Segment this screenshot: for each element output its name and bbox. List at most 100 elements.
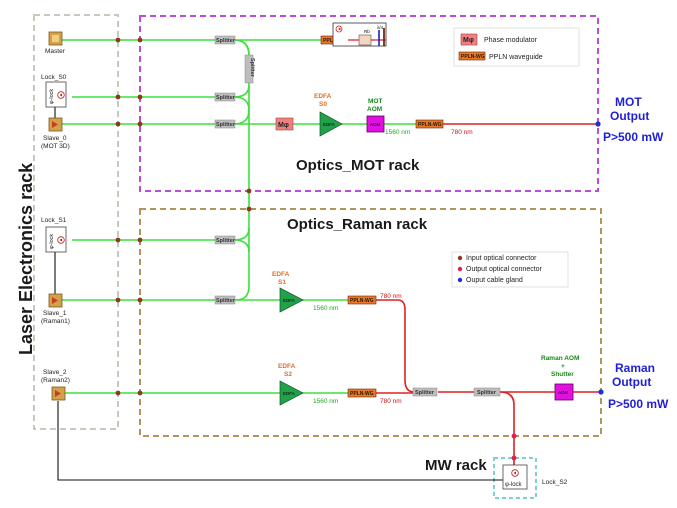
- svg-text:EDFA: EDFA: [323, 122, 335, 127]
- lock-s1-module[interactable]: φ-lock: [45, 226, 67, 253]
- slave0-label: Slave_0: [43, 135, 67, 142]
- raman-aom-label-a: Raman AOM: [541, 355, 579, 362]
- edfa-s1-label-b: S1: [278, 279, 286, 286]
- mot-output-label-a: MOT: [615, 95, 642, 109]
- svg-text:PPLN-WG: PPLN-WG: [418, 122, 442, 128]
- raman-output-label-a: Raman: [615, 361, 655, 375]
- cable-glands: [595, 121, 604, 395]
- svg-text:φ-lock: φ-lock: [49, 234, 55, 249]
- svg-text:EDFA: EDFA: [283, 298, 295, 303]
- edfa-s1-label-a: EDFA: [272, 271, 290, 278]
- nm1560-raman1: 1560 nm: [313, 305, 338, 312]
- splitter-lock-s1[interactable]: Splitter: [214, 235, 236, 245]
- svg-text:Mφ: Mφ: [278, 122, 289, 129]
- edfa-s2[interactable]: EDFA: [279, 380, 304, 406]
- svg-text:Splitter: Splitter: [216, 38, 236, 44]
- lock-s1-label: Lock_S1: [41, 217, 67, 224]
- ppln-raman2[interactable]: PPLN-WG: [347, 388, 377, 398]
- lambda4-label: λ/4: [377, 25, 384, 30]
- splitter-slave0[interactable]: Splitter: [214, 119, 236, 129]
- legend-input-label: Input optical connector: [466, 255, 537, 262]
- svg-text:PPLN-WG: PPLN-WG: [350, 391, 374, 397]
- splitter-raman-combiner[interactable]: Splitter: [412, 387, 438, 397]
- slave1-sub-label: (Raman1): [41, 318, 70, 325]
- output-connectors: [511, 433, 517, 461]
- fiber-780-paths: [376, 123, 601, 466]
- edfa-s2-label-a: EDFA: [278, 363, 296, 370]
- svg-text:Splitter: Splitter: [216, 238, 236, 244]
- splitter-master[interactable]: Splitter: [214, 35, 236, 45]
- svg-text:Splitter: Splitter: [216, 298, 236, 304]
- legend-mp-label: Phase modulator: [484, 37, 538, 44]
- laser-electronics-rack-box: [33, 14, 119, 430]
- input-connectors: [115, 37, 252, 396]
- slave2-sub-label: (Raman2): [41, 377, 70, 384]
- edfa-s1[interactable]: EDFA: [279, 287, 304, 313]
- svg-text:PPLN-WG: PPLN-WG: [350, 298, 374, 304]
- slave0-laser-icon[interactable]: [48, 117, 63, 132]
- raman-aom-label-c: Shutter: [551, 371, 574, 378]
- laser-electronics-rack-title: Laser Electronics rack: [16, 162, 36, 355]
- fiber-1560-paths: [62, 39, 417, 394]
- nm780-mot: 780 nm: [451, 129, 473, 136]
- mot-output-power: P>500 mW: [603, 130, 664, 144]
- legend-ppln-label: PPLN waveguide: [489, 54, 543, 61]
- svg-text:φ-lock: φ-lock: [505, 482, 523, 488]
- raman-output-power: P>500 mW: [608, 397, 669, 411]
- splitter-lock-s0[interactable]: Splitter: [214, 92, 236, 102]
- ppln-mot[interactable]: PPLN-WG: [415, 119, 444, 129]
- optics-raman-rack-box: [139, 208, 602, 437]
- nm1560-raman2: 1560 nm: [313, 398, 338, 405]
- mot-aom-label-b: AOM: [367, 106, 382, 113]
- raman-output-label-b: Output: [612, 375, 651, 389]
- optics-mot-rack-box: [139, 15, 599, 192]
- edfa-s0-label-a: EDFA: [314, 93, 332, 100]
- legend-gland-label: Ouput cable gland: [466, 277, 523, 284]
- raman-aom-label-b: +: [561, 363, 565, 370]
- svg-text:Splitter: Splitter: [477, 390, 497, 396]
- master-laser-icon[interactable]: [48, 31, 63, 46]
- splitter-slave1[interactable]: Splitter: [214, 295, 236, 305]
- legend-mp-symbol: Mφ: [463, 37, 474, 44]
- svg-text:Splitter: Splitter: [415, 390, 435, 396]
- nm780-raman2: 780 nm: [380, 398, 402, 405]
- edfa-s0[interactable]: EDFA: [319, 111, 343, 137]
- legend-ppln-symbol: PPLN-WG: [461, 54, 485, 60]
- edfa-s0-label-b: S0: [319, 101, 327, 108]
- slave2-label: Slave_2: [43, 369, 67, 376]
- rb-label: Rb: [364, 29, 370, 34]
- svg-text:Splitter: Splitter: [216, 95, 236, 101]
- mw-rack-title: MW rack: [425, 457, 487, 474]
- legend-mot: Mφ Phase modulator PPLN-WG PPLN waveguid…: [453, 27, 580, 67]
- lock-s0-module[interactable]: φ-lock: [45, 81, 67, 108]
- slave0-sub-label: (MOT 3D): [41, 143, 70, 150]
- mot-aom-label-a: MOT: [368, 98, 382, 105]
- edfa-s2-label-b: S2: [284, 371, 292, 378]
- slave2-laser-icon[interactable]: [51, 386, 66, 401]
- svg-text:AOM: AOM: [370, 122, 381, 127]
- legend-raman: Input optical connector Output optical c…: [451, 251, 569, 288]
- legend-output-label: Output optical connector: [466, 266, 543, 273]
- slave1-laser-icon[interactable]: [48, 293, 63, 308]
- master-label: Master: [45, 48, 66, 55]
- splitter-raman-output[interactable]: Splitter: [473, 387, 501, 397]
- optics-mot-rack-title: Optics_MOT rack: [296, 157, 420, 174]
- raman-aom-shutter[interactable]: AOM: [554, 383, 574, 401]
- splitter-vertical[interactable]: Splitter: [244, 54, 255, 84]
- lock-s2-module[interactable]: φ-lock: [502, 464, 528, 490]
- svg-text:EDFA: EDFA: [283, 391, 295, 396]
- mot-aom[interactable]: AOM: [366, 115, 385, 133]
- ppln-raman1[interactable]: PPLN-WG: [347, 295, 377, 305]
- rb-cell-assembly[interactable]: Rb λ/4: [332, 22, 387, 47]
- phase-modulator[interactable]: Mφ: [275, 117, 294, 131]
- lock-s2-label: Lock_S2: [542, 479, 568, 486]
- nm1560-mot: 1560 nm: [385, 129, 410, 136]
- svg-text:Splitter: Splitter: [216, 122, 236, 128]
- slave1-label: Slave_1: [43, 310, 67, 317]
- optics-raman-rack-title: Optics_Raman rack: [287, 216, 428, 233]
- mot-output-label-b: Output: [610, 109, 649, 123]
- svg-text:Splitter: Splitter: [249, 58, 255, 78]
- lock-s0-label: Lock_S0: [41, 74, 67, 81]
- nm780-raman1: 780 nm: [380, 293, 402, 300]
